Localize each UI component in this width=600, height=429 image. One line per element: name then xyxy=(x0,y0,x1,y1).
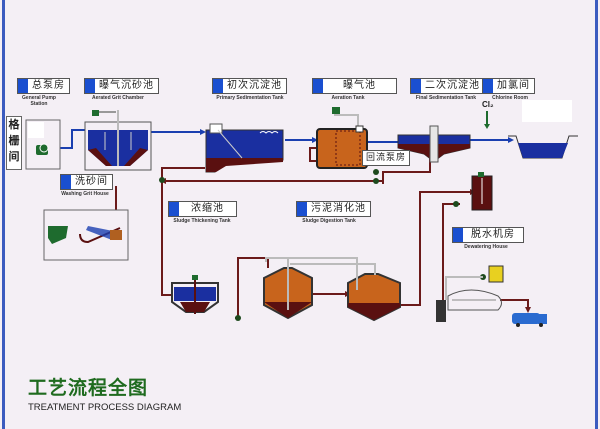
chlorine-contact-tank xyxy=(508,135,578,159)
label-primary-sed: 初次沉淀池 xyxy=(212,78,287,94)
label-cn: 二次沉淀池 xyxy=(425,80,480,91)
pump-icon xyxy=(36,143,49,155)
label-square-icon xyxy=(61,175,71,189)
grille-house-label: 格栅间 xyxy=(6,116,22,170)
label-en: General Pump Station xyxy=(22,95,56,107)
diagram-title-cn: 工艺流程全图 xyxy=(28,377,149,399)
label-en: Dewatering House xyxy=(464,244,508,250)
label-en: Final Sedimentation Tank xyxy=(415,95,477,101)
label-cn: 浓缩池 xyxy=(191,203,224,214)
frame-right-border xyxy=(595,0,598,429)
label-square-icon xyxy=(483,79,493,93)
label-pump-station: 总泵房 xyxy=(17,78,70,94)
label-cn: 初次沉淀池 xyxy=(227,80,282,91)
label-digestion: 污泥消化池 xyxy=(296,201,371,217)
label-cn: 曝气沉砂池 xyxy=(99,80,154,91)
label-en: Primary Sedimentation Tank xyxy=(216,95,284,101)
label-grit-chamber: 曝气沉砂池 xyxy=(84,78,159,94)
label-final-sed: 二次沉淀池 xyxy=(410,78,485,94)
label-cn: 污泥消化池 xyxy=(311,203,366,214)
label-en: Washing Grit House xyxy=(61,191,109,197)
label-cn: 洗砂间 xyxy=(75,176,108,187)
pipe-press-to-truck xyxy=(500,299,529,307)
blank-panel xyxy=(522,100,572,122)
label-dewatering: 脱水机房 xyxy=(452,227,524,243)
pump-station-white xyxy=(28,122,44,138)
label-square-icon xyxy=(169,202,179,216)
aerated-grit-chamber xyxy=(84,110,152,171)
gas-pipes xyxy=(265,257,376,275)
label-square-icon xyxy=(18,79,28,93)
polymer-tank xyxy=(445,265,504,300)
label-cn: 脱水机房 xyxy=(471,229,515,240)
frame-left-border xyxy=(2,0,5,429)
label-return-pump: 回流泵房 xyxy=(362,150,411,166)
label-cn: 总泵房 xyxy=(32,80,65,91)
sludge-holding-tank xyxy=(471,172,493,211)
sludge-digestion-tank-2 xyxy=(347,259,401,322)
label-grit-wash: 洗砂间 xyxy=(60,174,113,190)
label-en: Chlorine Room xyxy=(492,95,528,101)
label-square-icon xyxy=(213,79,223,93)
blower-icon xyxy=(332,107,340,114)
diagram-title-en: TREATMENT PROCESS DIAGRAM xyxy=(28,402,182,413)
label-square-icon xyxy=(85,79,95,93)
pipe-primary-sludge-out xyxy=(161,167,205,296)
chlorine-formula: Cl₂ xyxy=(482,100,494,109)
pipe-pump-to-grit xyxy=(58,129,86,149)
belt-filter-press xyxy=(436,289,502,322)
label-aeration: 曝气池 xyxy=(312,78,397,94)
grit-washing-house xyxy=(43,209,129,261)
valve-nodes xyxy=(159,169,486,321)
label-cn: 曝气池 xyxy=(343,80,376,91)
grille-cn: 格栅间 xyxy=(8,118,20,163)
label-cn: 回流泵房 xyxy=(366,153,407,163)
label-en: Sludge Digestion Tank xyxy=(302,218,356,224)
primary-sedimentation-tank xyxy=(205,123,284,173)
label-chlorine: 加氯间 xyxy=(482,78,535,94)
label-en: Aerated Grit Chamber xyxy=(92,95,144,101)
label-square-icon xyxy=(411,79,421,93)
label-thickening: 浓缩池 xyxy=(168,201,237,217)
water-pipes xyxy=(58,129,508,149)
label-square-icon xyxy=(453,228,463,242)
label-en: Sludge Thickening Tank xyxy=(173,218,231,224)
label-en: Aeration Tank xyxy=(331,95,365,101)
sludge-truck-icon xyxy=(512,313,547,327)
blower-icon xyxy=(92,110,99,116)
sludge-thickening-tank xyxy=(171,275,219,314)
label-square-icon xyxy=(313,79,323,93)
label-cn: 加氯间 xyxy=(497,80,530,91)
aeration-tank xyxy=(316,107,368,169)
pipe-digest2-to-holding xyxy=(400,191,470,306)
label-square-icon xyxy=(297,202,307,216)
sludge-digestion-tank-1 xyxy=(263,258,313,320)
